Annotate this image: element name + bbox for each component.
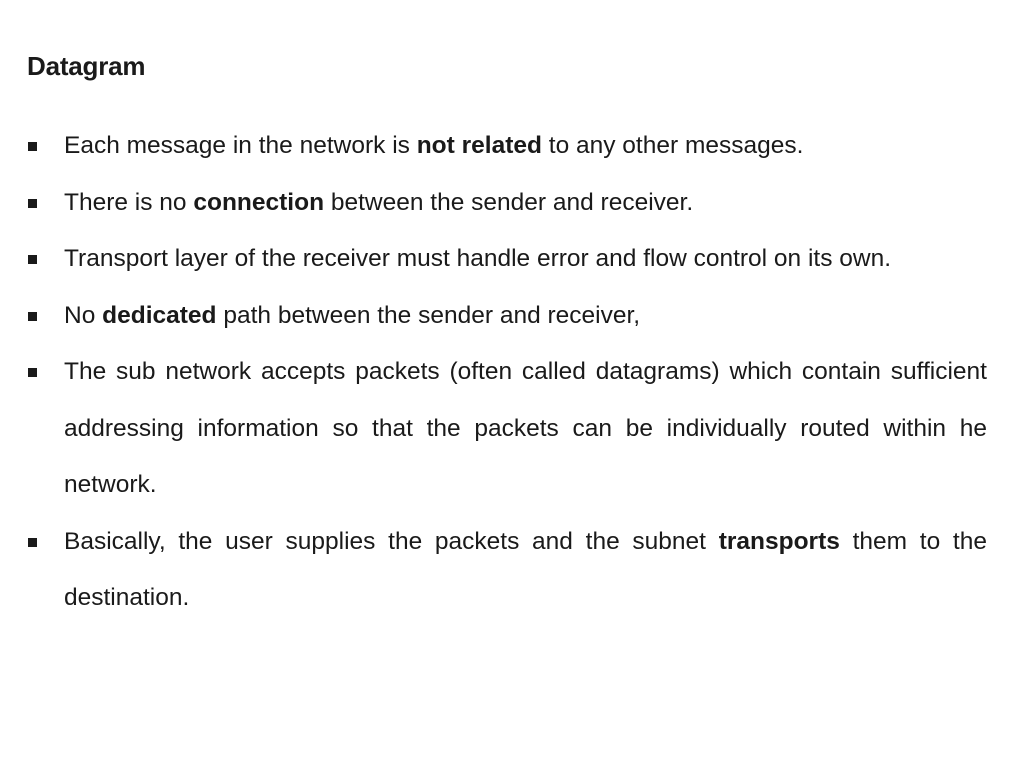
text-run: Each message in the network is [64,132,417,159]
square-bullet-icon [27,118,64,175]
slide-title: Datagram [27,51,146,81]
bullet-item: Each message in the network is not relat… [27,118,987,175]
text-run: No [64,301,103,329]
bullet-text: Transport layer of the receiver must han… [64,231,987,288]
bullet-item: The sub network accepts packets (often c… [27,344,987,514]
text-run: them to the destination. [64,527,987,612]
square-bullet-icon [27,175,64,232]
text-run: The sub network accepts packets (often c… [64,358,987,498]
text-run: between the sender and receiver. [324,188,694,216]
bullet-text: No dedicated path between the sender and… [64,288,987,345]
square-bullet-icon [27,344,64,401]
bold-text-run: not related [416,132,542,159]
bullet-text: There is no connection between the sende… [64,175,987,232]
bold-text-run: dedicated [102,301,217,329]
square-bullet-icon [27,231,64,288]
bold-text-run: connection [193,188,325,216]
bullet-item: There is no connection between the sende… [27,175,987,232]
text-run: Transport layer of the receiver must han… [64,245,892,272]
bullet-text: Basically, the user supplies the packets… [64,514,987,627]
bullet-text: Each message in the network is not relat… [64,118,987,175]
text-run: to any other messages. [541,132,804,159]
bullet-item: No dedicated path between the sender and… [27,288,987,345]
square-bullet-icon [27,514,64,571]
bullet-list: Each message in the network is not relat… [27,118,987,627]
bold-text-run: transports [718,527,840,555]
bullet-text: The sub network accepts packets (often c… [64,344,987,514]
text-run: Basically, the user supplies the packets… [64,527,719,555]
bullet-item: Transport layer of the receiver must han… [27,231,987,288]
text-run: There is no [64,188,194,216]
bullet-item: Basically, the user supplies the packets… [27,514,987,627]
square-bullet-icon [27,288,64,345]
text-run: path between the sender and receiver, [216,301,641,329]
